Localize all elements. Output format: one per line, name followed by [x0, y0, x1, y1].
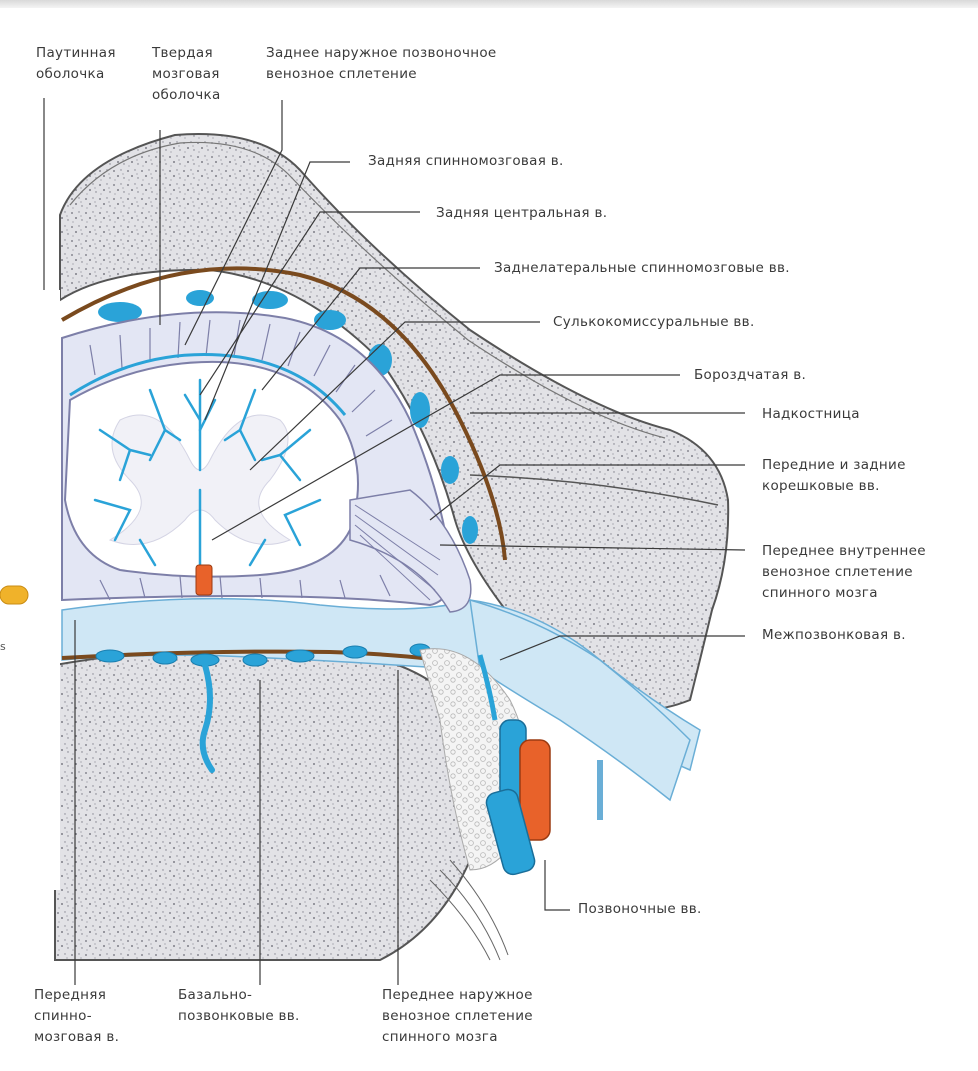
- label-dura-mater: Твердая мозговая оболочка: [152, 43, 221, 106]
- label-vertebral-veins: Позвоночные вв.: [578, 899, 702, 920]
- label-anterior-spinal-vein: Передняя спинно- мозговая в.: [34, 985, 119, 1048]
- cropped-fragment-text: s: [0, 640, 6, 653]
- label-intervertebral-vein: Межпозвонковая в.: [762, 625, 906, 646]
- anterior-spinal-artery: [196, 565, 212, 595]
- label-posterior-spinal-vein: Задняя спинномозговая в.: [368, 151, 564, 172]
- label-basivertebral-veins: Базально- позвонковые вв.: [178, 985, 300, 1027]
- label-sulcocommissural-veins: Сулькокомиссуральные вв.: [553, 312, 755, 333]
- orange-tab-icon: [0, 586, 28, 604]
- label-posterior-central-vein: Задняя центральная в.: [436, 203, 607, 224]
- label-periosteum: Надкостница: [762, 404, 860, 425]
- vertebral-body: [55, 647, 483, 960]
- label-sulcal-vein: Бороздчатая в.: [694, 365, 806, 386]
- label-posterolateral-spinal-veins: Заднелатеральные спинномозговые вв.: [494, 258, 790, 279]
- label-arachnoid: Паутинная оболочка: [36, 43, 116, 85]
- label-radicular-veins: Передние и задние корешковые вв.: [762, 455, 906, 497]
- label-anterior-external-plexus: Переднее наружное венозное сплетение спи…: [382, 985, 533, 1048]
- label-anterior-internal-plexus: Переднее внутреннее венозное сплетение с…: [762, 541, 926, 604]
- label-posterior-external-plexus: Заднее наружное позвоночное венозное спл…: [266, 43, 497, 85]
